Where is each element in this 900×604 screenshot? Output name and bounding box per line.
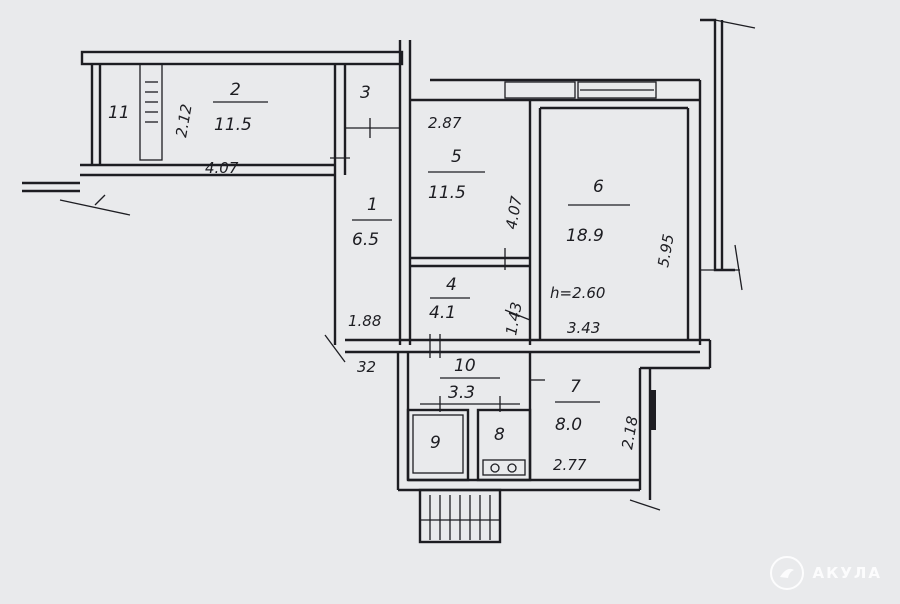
dim-32: 32 [357,358,376,376]
room-6-label: 6 [593,177,604,197]
room-2-area: 11.5 [214,115,252,135]
room-7-label: 7 [570,377,581,397]
room-7-area: 8.0 [555,415,582,435]
room-10-label: 10 [454,356,476,376]
room9-outline [406,408,470,482]
room-10-area: 3.3 [448,383,475,403]
window-top-2 [577,81,657,99]
dim-1-43: 1.43 [502,301,526,337]
dim-4-07-bottom: 4.07 [205,159,239,177]
room-3-label: 3 [360,83,371,103]
radiator-room7 [651,390,656,430]
room-8-label: 8 [494,425,505,445]
room-9-label: 9 [430,433,441,453]
dim-ceiling-height: h=2.60 [550,284,605,302]
entry-stairs [418,488,502,544]
room-4-area: 4.1 [429,303,456,323]
room-4-label: 4 [446,275,457,295]
right-exterior-wall [700,18,735,272]
dim-1-88: 1.88 [348,312,381,330]
shark-logo-icon [770,556,805,590]
balcony-radiator [139,63,163,161]
dim-2-12: 2.12 [172,103,196,139]
room-5-area: 11.5 [428,183,466,203]
room-5-label: 5 [451,147,462,167]
dim-5-95: 5.95 [654,233,678,269]
dim-3-43: 3.43 [567,319,600,337]
room-6-area: 18.9 [566,226,604,246]
balcony-top-wall [80,50,404,66]
watermark-text: АКУЛА [812,564,882,582]
room8-outline [476,408,532,482]
dim-2-18: 2.18 [618,415,642,451]
dim-2-77: 2.77 [553,456,587,474]
room-11-label: 11 [108,103,130,123]
room-2-label: 2 [230,80,241,100]
room-1-label: 1 [367,195,378,215]
watermark: АКУЛА [770,556,882,590]
dim-4-07-vertical: 4.07 [502,194,526,230]
room-1-area: 6.5 [352,230,379,250]
window-top-1 [504,81,576,99]
dim-2-87: 2.87 [428,114,462,132]
